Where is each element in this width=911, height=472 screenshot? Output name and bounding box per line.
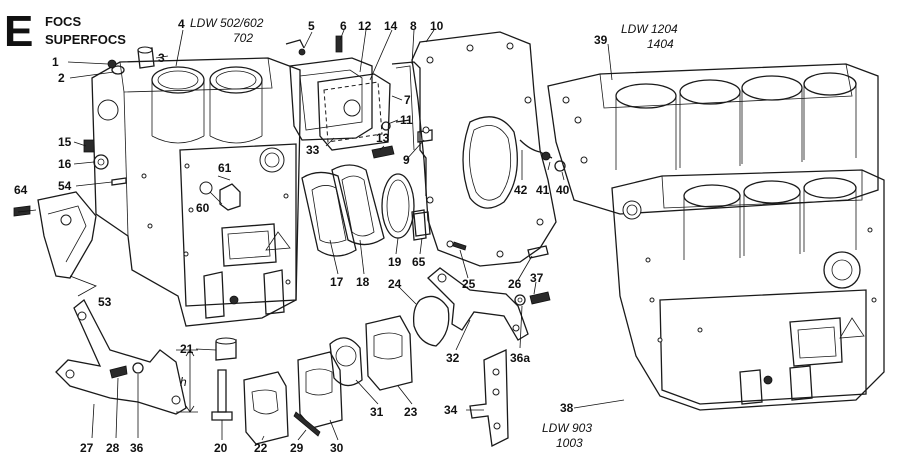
seal-parts-17-18-19 [301,164,427,257]
callout-20: 20 [214,441,228,455]
callout-38: 38 [560,401,574,415]
callout-3: 3 [158,51,165,65]
callout-13: 13 [376,131,390,145]
callout-30: 30 [330,441,344,455]
callout-61: 61 [218,161,232,175]
callout-53: 53 [98,295,112,309]
callout-33: 33 [306,143,320,157]
callout-15: 15 [58,135,72,149]
callout-29: 29 [290,441,304,455]
model-label-ldw502: LDW 502/602 [190,16,264,30]
callout-18: 18 [356,275,370,289]
model-label-ldw1404: 1404 [647,37,674,51]
callout-24: 24 [388,277,402,291]
callout-2: 2 [58,71,65,85]
callout-5: 5 [308,19,315,33]
callout-64: 64 [14,183,28,197]
callout-12: 12 [358,19,372,33]
model-labels: LDW 502/602 702 LDW 1204 1404 LDW 903 10… [190,16,678,450]
plug-part-65 [413,211,431,237]
mounting-bracket-53 [13,191,97,279]
plug-screw-parts-1-2-3 [107,46,155,75]
callout-34: 34 [444,403,458,417]
callout-22: 22 [254,441,268,455]
callout-32: 32 [446,351,460,365]
model-label-ldw903: LDW 903 [542,421,592,435]
callout-23: 23 [404,405,418,419]
model-label-ldw702: 702 [233,31,253,45]
flywheel-housing-plate-10 [411,31,566,267]
callout-36: 36 [130,441,144,455]
callout-19: 19 [388,255,402,269]
section-letter: E [4,7,33,56]
callout-4: 4 [178,17,185,31]
dipstick-parts-7-8-9-11-13 [371,61,433,196]
callout-31: 31 [370,405,384,419]
leader-lines [17,29,625,441]
callout-14: 14 [384,19,398,33]
callout-40: 40 [556,183,570,197]
callout-25: 25 [462,277,476,291]
main-bearing-parts [211,315,413,445]
parts-24-25-26 [412,241,549,347]
callout-10: 10 [430,19,444,33]
callout-numbers: 1 2 3 4 5 6 7 8 9 10 11 12 13 14 15 16 1… [14,17,608,455]
callout-37: 37 [530,271,544,285]
callout-9: 9 [403,153,410,167]
callout-39: 39 [594,33,608,47]
callout-65: 65 [412,255,426,269]
crankcase-2cyl [91,57,301,327]
callout-60: 60 [196,201,210,215]
callout-16: 16 [58,157,72,171]
crankcase-3cyl [611,169,885,411]
dimension-label-h: h [180,375,187,389]
support-bracket-34 [469,349,509,447]
model-label-ldw1003: 1003 [556,436,583,450]
callout-28: 28 [106,441,120,455]
callout-1: 1 [52,55,59,69]
crankcase-4cyl [547,63,879,215]
cover-parts-5-6-12-14 [285,35,391,151]
callout-54: 54 [58,179,72,193]
callout-8: 8 [410,19,417,33]
washer-bolt-36a-37 [514,291,551,306]
callout-41: 41 [536,183,550,197]
engine-foot-bracket-27: h [55,298,198,415]
callout-7: 7 [404,93,411,107]
header-line-superfocs: SUPERFOCS [45,32,126,47]
header: E FOCS SUPERFOCS [4,7,126,56]
callout-6: 6 [340,19,347,33]
callout-26: 26 [508,277,522,291]
callout-36a: 36a [510,351,530,365]
callout-27: 27 [80,441,94,455]
callout-11: 11 [400,113,413,127]
header-line-focs: FOCS [45,14,81,29]
model-label-ldw1204: LDW 1204 [621,22,678,36]
callout-17: 17 [330,275,344,289]
support-bracket-32 [427,267,529,341]
callout-42: 42 [514,183,528,197]
callout-21: 21 [180,342,194,356]
